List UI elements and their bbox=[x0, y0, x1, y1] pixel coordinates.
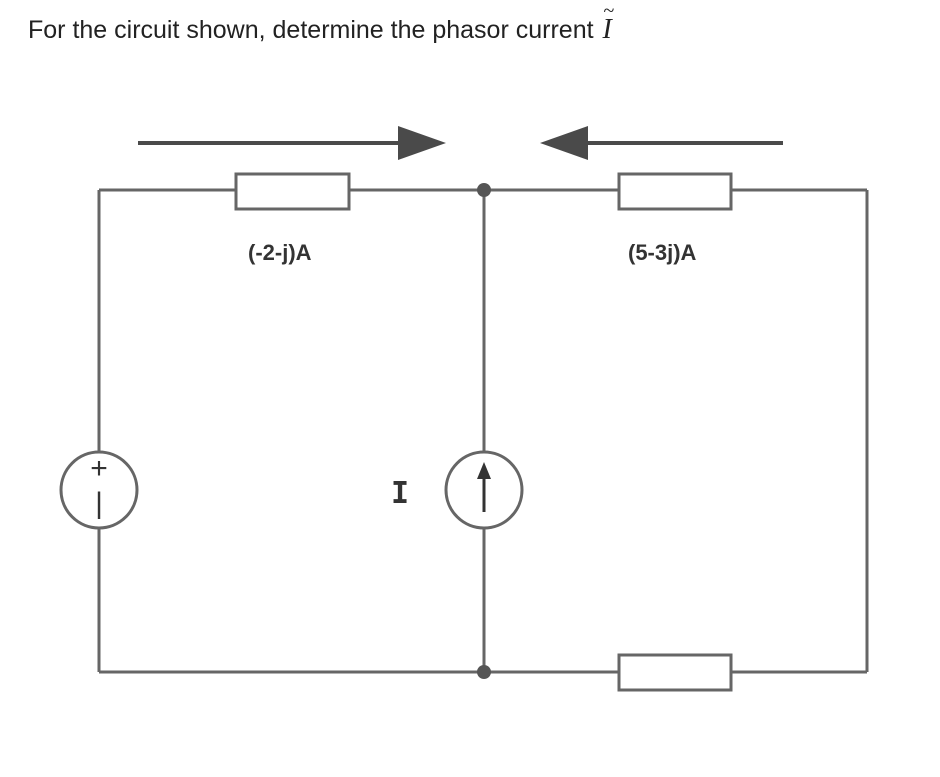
resistor-top-right bbox=[617, 172, 733, 211]
tilde-accent: ~ bbox=[603, 0, 615, 22]
left-current-label: (-2-j)A bbox=[248, 240, 312, 265]
junction-bottom bbox=[477, 665, 491, 679]
right-current-label: (5-3j)A bbox=[628, 240, 697, 265]
resistor-top-left bbox=[234, 172, 351, 211]
voltage-source-plus: + bbox=[90, 452, 108, 485]
voltage-source bbox=[59, 450, 139, 530]
voltage-source-minus: | bbox=[95, 487, 103, 520]
junction-top bbox=[477, 183, 491, 197]
phasor-current-letter: I bbox=[602, 14, 612, 45]
current-source-arrow-head bbox=[477, 462, 491, 479]
source-current-label: I bbox=[391, 476, 409, 511]
right-current-arrow-head bbox=[540, 126, 588, 160]
circuit-wires bbox=[97, 188, 869, 674]
left-current-arrow-head bbox=[398, 126, 446, 160]
question-prompt: For the circuit shown, determine the pha… bbox=[28, 16, 594, 44]
resistor-bottom-right bbox=[617, 653, 733, 692]
question-text: For the circuit shown, determine the pha… bbox=[28, 0, 615, 46]
phasor-current-symbol: ~I bbox=[602, 0, 615, 46]
